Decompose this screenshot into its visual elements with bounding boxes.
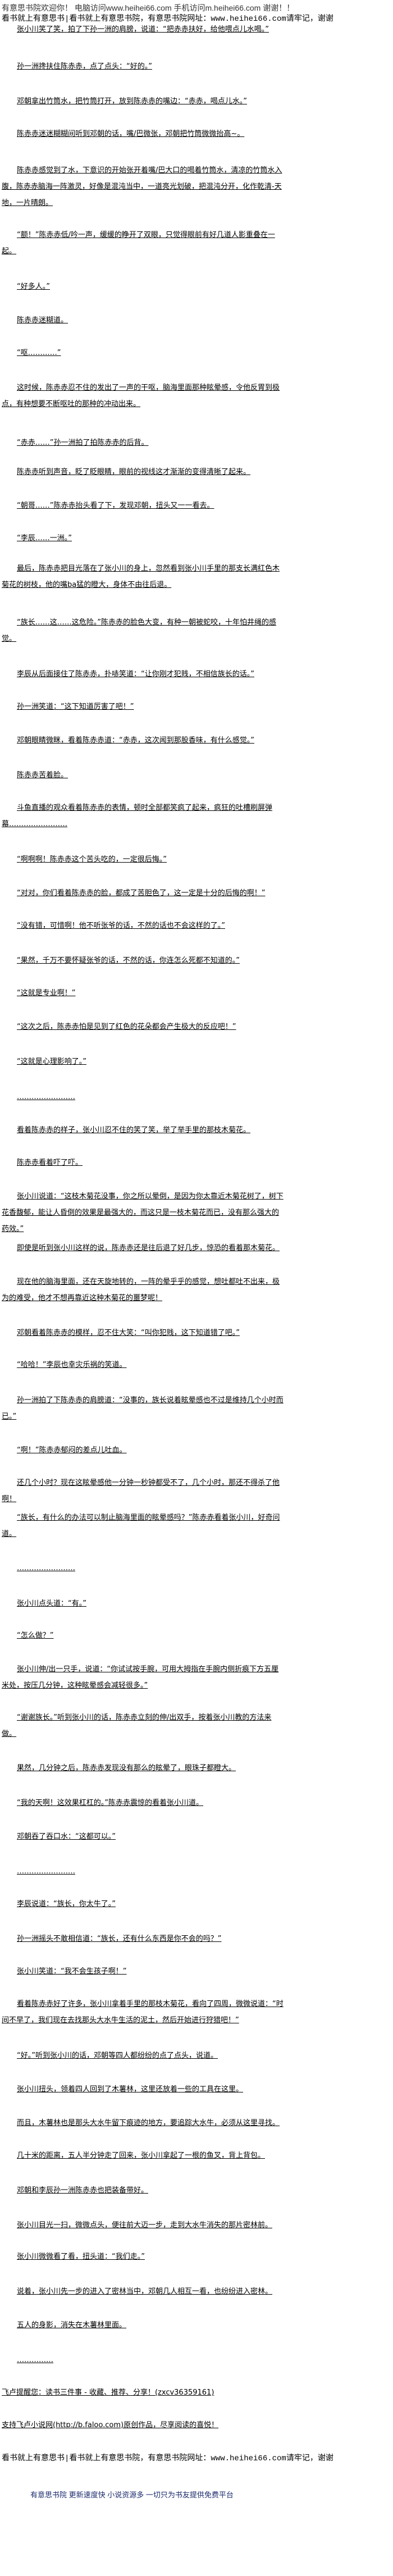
paragraph: 张小川笑道：“我不会生孩子啊！” — [17, 1967, 127, 1976]
paragraph: 张小川点头道：“有。” — [17, 1599, 86, 1608]
paragraph: “呕…………” — [17, 349, 61, 357]
paragraph: 飞卢提醒您：读书三件事 - 收藏、推荐、分享！(zxcv36359161) — [2, 2388, 214, 2397]
paragraph: 邓朝看着陈赤赤的模样，忍不住大笑：“叫你犯贱，这下知道错了吧。” — [17, 1329, 240, 1337]
paragraph: 最后，陈赤赤把目光落在了张小川的身上，忽然看到张小川手里的那支长满红色木菊花的树… — [2, 564, 280, 589]
paragraph: 即使是听到张小川这样的说，陈赤赤还是往后退了好几步，惊恐的看着那木菊花。 — [17, 1244, 280, 1252]
paragraph: 陈赤赤迷糊道。 — [17, 316, 68, 325]
paragraph: “这就是心理影响了。” — [17, 1057, 86, 1066]
paragraph: 张小川扭头，领着四人回到了木薯林，这里还放着一些的工具在这里。 — [17, 2085, 244, 2094]
paragraph: “啊！”陈赤赤郁闷的差点儿吐血。 — [17, 1446, 127, 1455]
paragraph: …………………… — [17, 1867, 75, 1876]
paragraph: 陈赤赤感觉到了水，下意识的开始张开着嘴/巴大口的喝着竹筒水，清凉的竹筒水入腹，陈… — [2, 166, 282, 207]
paragraph: 陈赤赤听到声音，眨了眨眼睛，眼前的视线这才渐渐的变得清晰了起来。 — [17, 468, 251, 476]
paragraph: “没有错，可惜啊！他不听张爷的话，不然的话也不会这样的了。” — [17, 922, 225, 930]
paragraph: 果然，几分钟之后，陈赤赤发现没有那么的眩晕了，眼珠子都瞪大。 — [17, 1764, 236, 1772]
paragraph: …………………… — [17, 1564, 75, 1572]
paragraph: 支持飞卢小说网(http://b.faloo.com)原创作品，尽享阅读的喜悦！ — [2, 2421, 219, 2429]
paragraph: 斗鱼直播的观众看着陈赤赤的表情，顿时全部都笑疯了起来，疯狂的吐槽刷屏弹幕…………… — [2, 804, 273, 828]
paragraph: 还几个小时？现在这眩晕感他一分钟一秒钟都受不了，几个小时，那还不得杀了他啊！ — [2, 1479, 280, 1503]
paragraph: 陈赤赤苦着脸。 — [17, 771, 68, 779]
paragraph: “果然，千万不要怀疑张爷的话，不然的话，你连怎么死都不知道的。” — [17, 956, 240, 965]
paragraph: …………………… — [17, 1093, 75, 1101]
paragraph: 邓朝拿出竹筒水，把竹筒打开，放到陈赤赤的嘴边：“赤赤，喝点儿水。” — [17, 97, 247, 106]
paragraph: 张小川笑了笑，拍了下孙一洲的肩膀，说道：“把赤赤扶好，给他喂点儿水喝。” — [17, 25, 269, 34]
paragraph: 看着陈赤赤的样子，张小川忍不住的笑了笑，举了举手里的那枝木菊花。 — [17, 1126, 251, 1134]
paragraph: “李辰……一洲。” — [17, 534, 72, 542]
site-slogan: 有意思书院 更新速度快 小说资源多 一切只为书友提供免费平台 — [30, 2491, 234, 2499]
paragraph: “赤赤……”孙一洲拍了拍陈赤赤的后背。 — [17, 439, 149, 447]
paragraph: “族长，有什么的办法可以制止脑海里面的眩晕感吗？”陈赤赤看着张小川，好奇问道。 — [2, 1513, 280, 1538]
site-notice-footer: 看书就上有意思书|看书就上有意思书院，有意思书院网址：www.heihei66.… — [2, 2454, 333, 2463]
paragraph: 孙一洲摇头不敢相信道：“族长，还有什么东西是你不会的吗？” — [17, 1935, 222, 1943]
paragraph: 而且，木薯林也是那头大水牛留下痕迹的地方，要追踪大水牛，必须从这里寻找。 — [17, 2119, 280, 2127]
site-notice-header: 看书就上有意思书|看书就上有意思书院，有意思书院网址：www.heihei66.… — [2, 15, 333, 24]
paragraph: 李辰从后面接住了陈赤赤，扑哧笑道：“让你刚才犯贱，不相信族长的话。” — [17, 670, 254, 678]
site-welcome-banner: 有意思书院欢迎你！ 电脑访问www.heihei66.com 手机访问m.hei… — [2, 3, 295, 12]
paragraph: 孙一洲笑道：“这下知道厉害了吧！” — [17, 703, 134, 711]
paragraph: 孙一洲拍了下陈赤赤的肩膀道：“没事的，族长说着眩晕感也不过是维持几个小时而已。” — [2, 1396, 284, 1421]
paragraph: 看着陈赤赤好了许多，张小川拿着手里的那枝木菊花，看向了四周，微微说道：“时间不早… — [2, 2000, 284, 2025]
paragraph: 现在他的脑海里面，还在天旋地转的，一阵的晕乎乎的感觉，想吐都吐不出来，极为的难受… — [2, 1278, 280, 1302]
paragraph: …………… — [17, 2356, 53, 2364]
paragraph: 五人的身影，消失在木薯林里面。 — [17, 2321, 127, 2329]
paragraph: 陈赤赤迷迷糊糊间听到邓朝的话，嘴/巴微张，邓朝把竹筒微微抬高~。 — [17, 130, 245, 138]
paragraph: 这时候，陈赤赤忍不住的发出了一声的干呕，脑海里面那种眩晕感，令他反胃到极点，有种… — [2, 384, 280, 408]
paragraph: 张小川微微看了看，扭头道：“我们走。” — [17, 2253, 145, 2261]
paragraph: “额！”陈赤赤低/吟一声，缓缓的睁开了双眼，只觉得眼前有好几道人影重叠在一起。 — [2, 231, 275, 256]
paragraph: “对对，你们看着陈赤赤的脸，都成了苦胆色了，这一定是十分的后悔的啊！” — [17, 889, 266, 897]
paragraph: 邓朝眼睛微眯，看着陈赤赤道：“赤赤，这次闻到那股香味，有什么感觉。” — [17, 736, 254, 745]
paragraph: 几十米的距离，五人半分钟走了回来，张小川拿起了一根的鱼叉，背上背包。 — [17, 2151, 266, 2160]
paragraph: “朝哥……”陈赤赤抬头看了下，发现邓朝，扭头又一一看去。 — [17, 501, 214, 510]
paragraph: “我的天啊！这效果杠杠的。”陈赤赤震惊的看着张小川道。 — [17, 1799, 203, 1807]
paragraph: “哈哈！”李辰也幸灾乐祸的笑道。 — [17, 1361, 127, 1369]
paragraph: 张小川目光一扫，微微点头，便往前大迈一步，走到大水牛消失的那片密林前。 — [17, 2221, 273, 2230]
paragraph: 张小川伸/出一只手，说道：“你试试按手腕，可用大拇指在手腕内侧折痕下方五厘米处，… — [2, 1665, 279, 1690]
paragraph: “谢谢族长。”听到张小川的话，陈赤赤立刻的伸/出双手，按着张小川教的方法来做。 — [2, 1713, 272, 1738]
paragraph: 张小川说道：“这枝木菊花没事，你之所以晕倒，是因为你太靠近木菊花树了，树下花香馥… — [2, 1192, 284, 1233]
paragraph: 孙一洲搀扶住陈赤赤，点了点头：“好的。” — [17, 62, 152, 71]
paragraph: “这次之后，陈赤赤怕是见到了红色的花朵都会产生极大的反应吧！” — [17, 1023, 236, 1031]
paragraph: 陈赤赤看着吓了吓。 — [17, 1159, 83, 1167]
paragraph: “怎么做？” — [17, 1631, 54, 1640]
paragraph: 邓朝和李辰孙一洲陈赤赤也把装备带好。 — [17, 2186, 149, 2195]
paragraph: “族长……这……这危险。”陈赤赤的脸色大变，有种一朝被蛇咬，十年怕井绳的感觉。 — [2, 618, 276, 643]
paragraph: “好多人。” — [17, 282, 50, 291]
paragraph: 李辰说道：“族长，你太牛了。” — [17, 1900, 116, 1908]
paragraph: 邓朝吞了吞口水：“这都可以。” — [17, 1832, 116, 1841]
paragraph: “好。”听到张小川的话，邓朝等四人都纷纷的点了点头，说道。 — [17, 2051, 218, 2060]
paragraph: “这就是专业啊！” — [17, 989, 76, 997]
paragraph: 说着，张小川先一步的进入了密林当中，邓朝几人相互一看，也纷纷进入密林。 — [17, 2287, 273, 2296]
paragraph: “啊啊啊！陈赤赤这个苦头吃的，一定很后悔。” — [17, 855, 167, 864]
